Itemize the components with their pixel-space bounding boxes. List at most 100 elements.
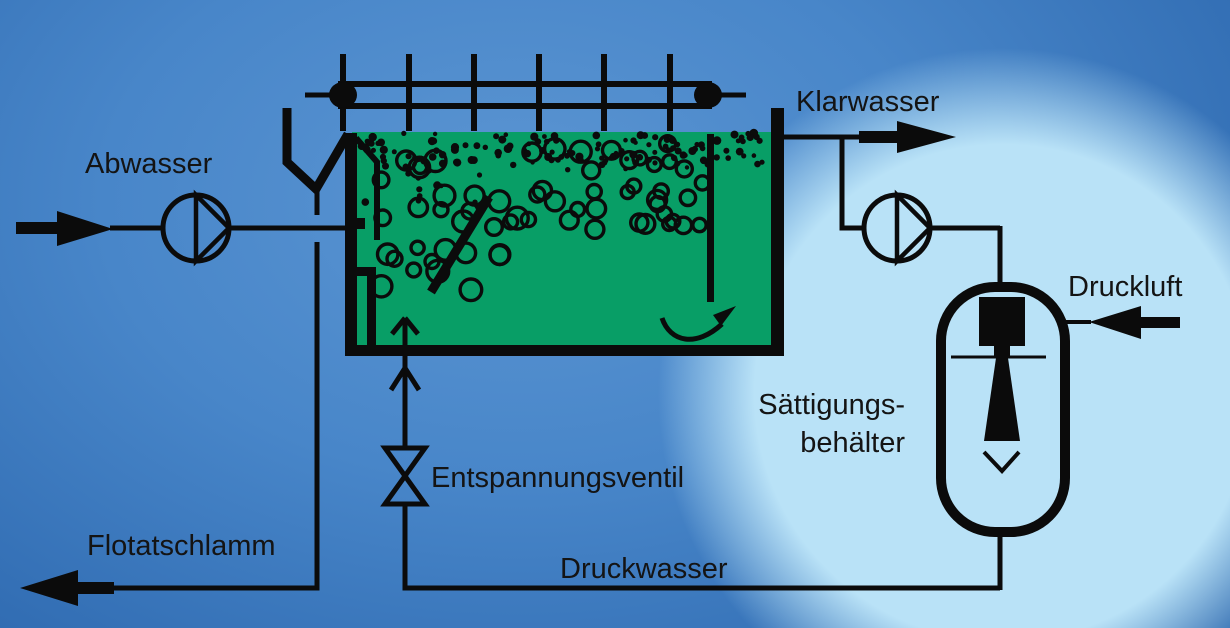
air-bubble bbox=[543, 190, 567, 213]
inlet-baffle bbox=[353, 136, 380, 240]
air-bubble bbox=[584, 218, 606, 241]
sludge-particle bbox=[428, 153, 437, 161]
sludge-particle bbox=[688, 147, 697, 155]
air-bubble bbox=[432, 200, 450, 219]
sludge-particle bbox=[699, 156, 708, 165]
vessel-injector-cone bbox=[984, 358, 1020, 441]
sludge-particle bbox=[370, 147, 376, 153]
air-bubble bbox=[395, 149, 418, 172]
air-bubble bbox=[664, 212, 682, 230]
sludge-particle bbox=[523, 149, 532, 158]
vessel-shell bbox=[936, 282, 1070, 537]
sludge-particle bbox=[741, 153, 747, 159]
sludge-particle bbox=[652, 160, 658, 166]
air-bubble bbox=[504, 205, 530, 231]
sludge-particle bbox=[368, 132, 377, 142]
air-bubble bbox=[432, 183, 457, 208]
sludge-particle bbox=[503, 132, 509, 137]
air-bubble bbox=[501, 213, 520, 231]
sludge-particle bbox=[735, 138, 741, 144]
tank-bottom bbox=[345, 345, 784, 356]
sludge-particle bbox=[361, 198, 370, 206]
sludge-particle bbox=[510, 161, 517, 169]
scraper-flights bbox=[340, 54, 673, 131]
compartment-wall bbox=[367, 276, 376, 347]
vessel-stem bbox=[994, 346, 1010, 358]
feed-pipe-stub bbox=[352, 218, 365, 229]
saettigung-label-2: behälter bbox=[800, 427, 905, 459]
flow-up-arrow-icon bbox=[388, 363, 422, 392]
sludge-particle bbox=[756, 137, 763, 144]
air-bubble bbox=[528, 185, 547, 204]
air-bubble bbox=[619, 150, 640, 171]
sludge-particle bbox=[565, 167, 571, 173]
tank-water bbox=[352, 132, 771, 347]
air-bubble bbox=[405, 261, 423, 279]
tank-left-wall bbox=[345, 133, 357, 355]
sludge-particle bbox=[391, 149, 397, 155]
hopper-outline bbox=[282, 108, 352, 197]
sludge-particle bbox=[375, 140, 381, 146]
abwasser-label: Abwasser bbox=[85, 148, 213, 180]
air-bubble bbox=[625, 177, 643, 195]
sludge-particle bbox=[735, 147, 744, 156]
flotatschlamm-label: Flotatschlamm bbox=[87, 530, 276, 562]
air-bubble bbox=[691, 216, 708, 234]
air-bubble bbox=[678, 188, 698, 208]
sludge-particle bbox=[712, 136, 722, 145]
expansion-valve-icon bbox=[380, 445, 430, 507]
air-bubble bbox=[371, 170, 391, 190]
air-bubble bbox=[423, 148, 448, 174]
sludge-particle bbox=[450, 143, 460, 152]
wastewater-inlet-arrow bbox=[16, 211, 113, 246]
sludge-particle bbox=[482, 144, 488, 150]
air-bubble bbox=[652, 182, 670, 201]
sludge-particle bbox=[646, 142, 652, 148]
air-bubble bbox=[521, 141, 543, 163]
recycle-pump-icon bbox=[861, 189, 934, 267]
sludge-particle bbox=[382, 162, 389, 170]
vessel-inlet-block bbox=[979, 297, 1025, 346]
scraper-conveyor-icon bbox=[305, 54, 746, 131]
sludge-particle bbox=[594, 146, 601, 152]
feed-pump-icon bbox=[160, 189, 233, 267]
injection-nozzle-icon bbox=[390, 316, 420, 359]
sludge-particle bbox=[530, 132, 539, 141]
flow-curve-arrow bbox=[659, 317, 724, 342]
sludge-particle bbox=[633, 140, 638, 145]
air-bubble bbox=[542, 136, 567, 161]
sludge-particle bbox=[380, 157, 387, 165]
sludge-particle bbox=[682, 152, 688, 158]
air-bubble bbox=[674, 159, 694, 179]
sludge-particle bbox=[416, 186, 423, 193]
sludge-particle bbox=[430, 137, 438, 145]
sludge-particle bbox=[623, 137, 628, 143]
sludge-particle bbox=[379, 145, 388, 154]
recycle-branch bbox=[839, 137, 864, 231]
sludge-particle bbox=[613, 150, 619, 156]
pressure-water-line bbox=[402, 502, 1000, 591]
sludge-particle bbox=[723, 147, 730, 154]
sludge-particle bbox=[592, 131, 601, 140]
outlet-baffle bbox=[707, 134, 714, 302]
air-bubble bbox=[657, 134, 678, 154]
sludge-particle bbox=[713, 154, 720, 161]
air-bubble bbox=[409, 239, 426, 257]
tank-right-wall bbox=[771, 108, 784, 356]
flow-curve-arrowhead-icon bbox=[713, 306, 736, 326]
saettigung-label-1: Sättigungs- bbox=[758, 389, 905, 421]
sludge-particle bbox=[652, 149, 658, 155]
sludge-particle bbox=[699, 145, 706, 152]
klarwasser-label: Klarwasser bbox=[796, 86, 940, 118]
sludge-particle bbox=[462, 142, 469, 149]
air-bubble bbox=[581, 160, 602, 181]
drain-lower bbox=[112, 242, 320, 591]
sludge-particle bbox=[432, 131, 438, 137]
sludge-particle bbox=[542, 134, 547, 139]
sludge-particle bbox=[498, 135, 507, 144]
sludge-particle bbox=[494, 148, 503, 157]
air-bubble bbox=[568, 139, 593, 164]
vessel-down-arrow-icon bbox=[982, 450, 1021, 474]
